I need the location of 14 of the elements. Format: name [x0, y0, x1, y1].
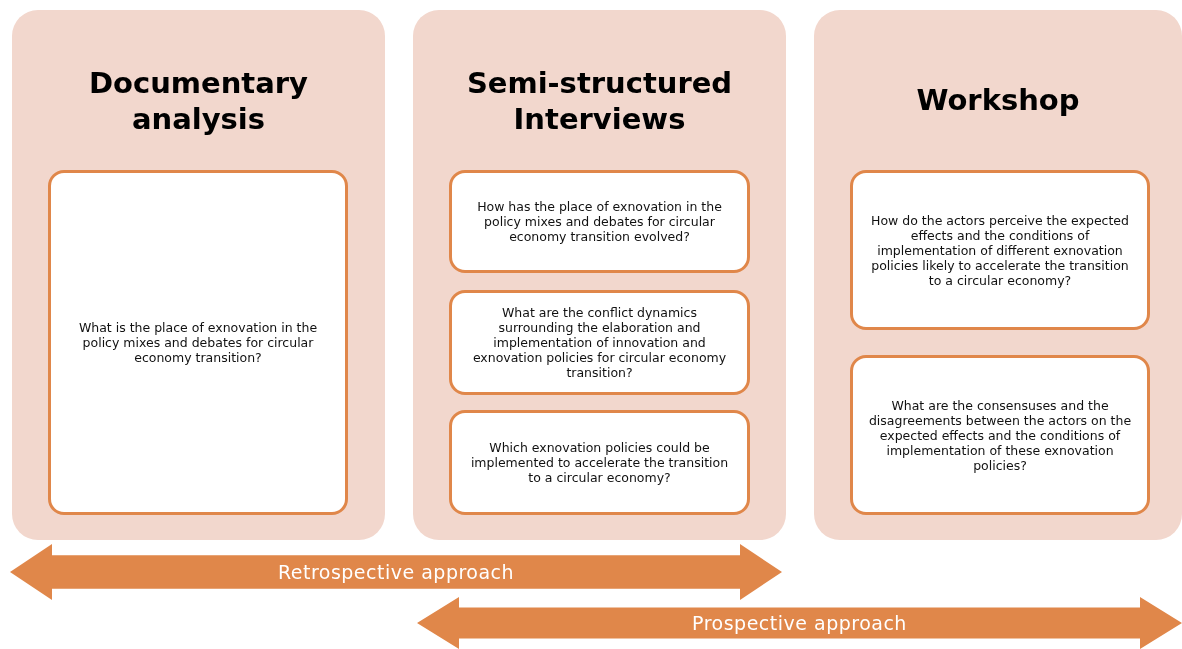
question-card: Which exnovation policies could be implemented to accelerate the transition to a circular economy?	[449, 410, 750, 515]
column-panel	[814, 10, 1182, 540]
column-panel	[413, 10, 786, 540]
question-card: How do the actors perceive the expected effects and the conditions of implementation of different exnovation policies likely to accelerate the transition to a circular economy?	[850, 170, 1150, 330]
question-card: What are the consensuses and the disagreements between the actors on the expected effects and the conditions of implementation of these exnovation policies?	[850, 355, 1150, 515]
approach-label: Prospective approach	[692, 612, 907, 634]
column-title: Workshop	[915, 82, 1081, 118]
question-card: How has the place of exnovation in the policy mixes and debates for circular economy transition evolved?	[449, 170, 750, 273]
question-card: What is the place of exnovation in the policy mixes and debates for circular economy transition?	[48, 170, 348, 515]
column-title: Semi-structured Interviews	[465, 65, 734, 137]
column-title: Documentary analysis	[88, 65, 309, 137]
approach-label: Retrospective approach	[277, 561, 515, 583]
question-card: What are the conflict dynamics surrounding the elaboration and implementation of innovation and exnovation policies for circular economy transition?	[449, 290, 750, 395]
column-panel	[12, 10, 385, 540]
